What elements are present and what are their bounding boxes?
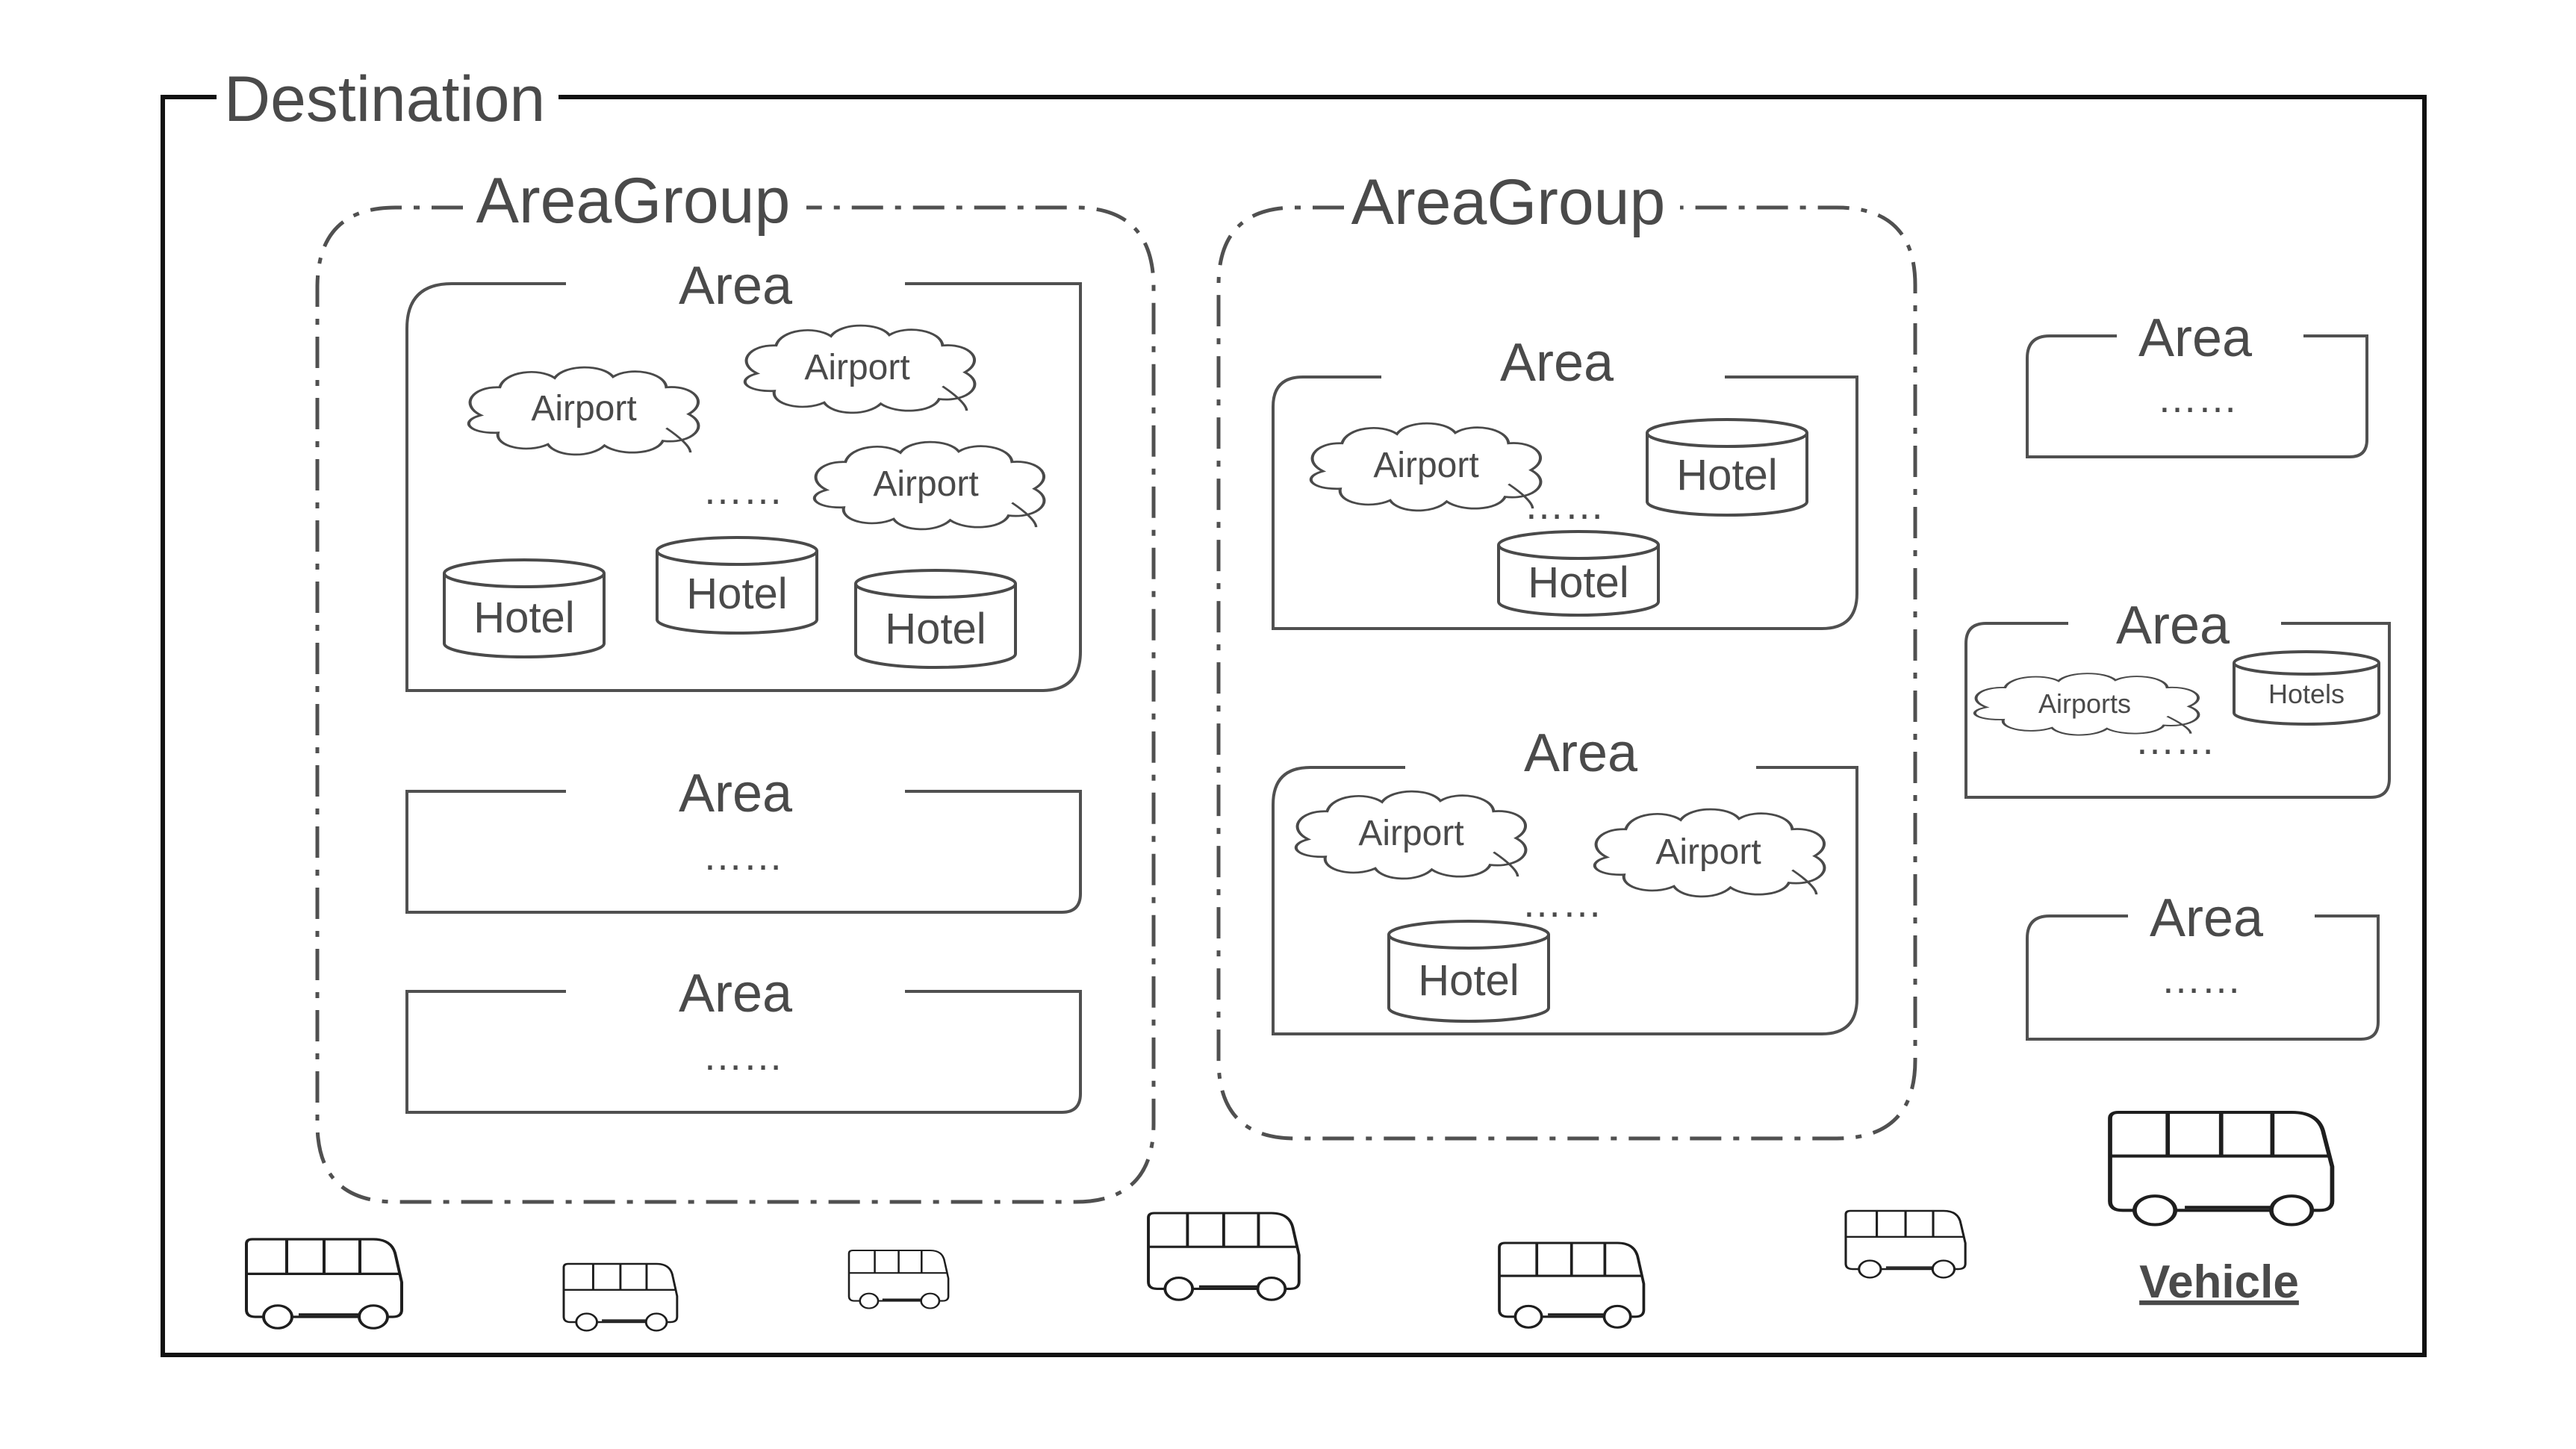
ellipsis: …… xyxy=(1524,483,1605,528)
area-3b: Area Airports Hotels …… xyxy=(1964,596,2391,799)
cylinder-icon xyxy=(1387,920,1550,1023)
airport-label: Airport xyxy=(531,389,636,429)
cylinder-icon xyxy=(1497,530,1660,617)
airport-label: Airport xyxy=(804,348,909,387)
bus-icon xyxy=(1498,1241,1646,1330)
cylinder-icon xyxy=(443,558,606,658)
ellipsis: …… xyxy=(2135,718,2215,763)
hotel-label: Hotel xyxy=(1418,956,1519,1005)
area-3a-label: Area xyxy=(2138,308,2253,368)
area-1c-label: Area xyxy=(679,964,793,1023)
vehicle-label: Vehicle xyxy=(2139,1256,2299,1308)
bus-icon xyxy=(847,1249,950,1309)
area-2a: Area Airport …… Hotel Hotel xyxy=(1272,333,1858,630)
ellipsis: …… xyxy=(2157,376,2238,421)
hotel-label: Hotel xyxy=(885,605,986,653)
ellipsis: …… xyxy=(703,1034,783,1079)
area-1b-label: Area xyxy=(679,764,793,823)
ellipsis: …… xyxy=(703,468,783,513)
bus-icon xyxy=(245,1238,403,1330)
area-1a: Area Airport Airport Airport …… Hotel Ho… xyxy=(405,256,1082,692)
area-3c-label: Area xyxy=(2150,888,2264,948)
area-group-1-outline xyxy=(315,205,1156,1204)
area-group-1-label: AreaGroup xyxy=(476,165,791,237)
area-1b: Area …… xyxy=(405,764,1082,914)
ellipsis: …… xyxy=(2161,957,2241,1002)
area-group-2-outline xyxy=(1216,205,1917,1141)
area-1c: Area …… xyxy=(405,964,1082,1114)
area-2b: Area Airport Airport …… Hotel xyxy=(1272,723,1858,1035)
hotel-label: Hotel xyxy=(1528,558,1628,607)
bus-icon xyxy=(1147,1212,1301,1302)
destination-frame xyxy=(161,95,2427,1357)
cylinder-icon xyxy=(2233,650,2380,726)
bus-icon xyxy=(562,1262,679,1332)
area-group-1: AreaGroup Area Airport Airport Airport …… xyxy=(315,165,1156,1204)
hotel-label: Hotel xyxy=(1676,451,1777,499)
ellipsis: …… xyxy=(703,834,783,879)
cylinder-icon xyxy=(1646,418,1808,517)
destination-title: Destination xyxy=(224,63,545,135)
hotels-label: Hotels xyxy=(2268,679,2345,709)
cylinder-icon xyxy=(854,569,1017,669)
area-group-2: AreaGroup Area Airport …… Hotel Hotel Ar… xyxy=(1216,166,1917,1141)
area-2a-label: Area xyxy=(1500,333,1614,393)
hotel-label: Hotel xyxy=(473,593,574,642)
bus-icon xyxy=(1844,1209,1967,1279)
cylinder-icon xyxy=(656,536,818,635)
area-3c: Area …… xyxy=(2026,888,2380,1041)
bus-icon xyxy=(2110,1112,2332,1224)
area-1a-label: Area xyxy=(679,256,793,316)
airport-label: Airport xyxy=(1358,814,1463,853)
airports-label: Airports xyxy=(2038,688,2131,719)
hotel-label: Hotel xyxy=(686,570,787,618)
airport-label: Airport xyxy=(873,464,978,504)
airport-label: Airport xyxy=(1373,446,1478,485)
ellipsis: …… xyxy=(1522,881,1602,926)
area-2b-label: Area xyxy=(1524,723,1638,783)
airport-label: Airport xyxy=(1655,832,1761,872)
area-3a: Area …… xyxy=(2026,308,2368,458)
area-group-2-label: AreaGroup xyxy=(1351,166,1666,238)
area-3b-label: Area xyxy=(2116,596,2230,655)
